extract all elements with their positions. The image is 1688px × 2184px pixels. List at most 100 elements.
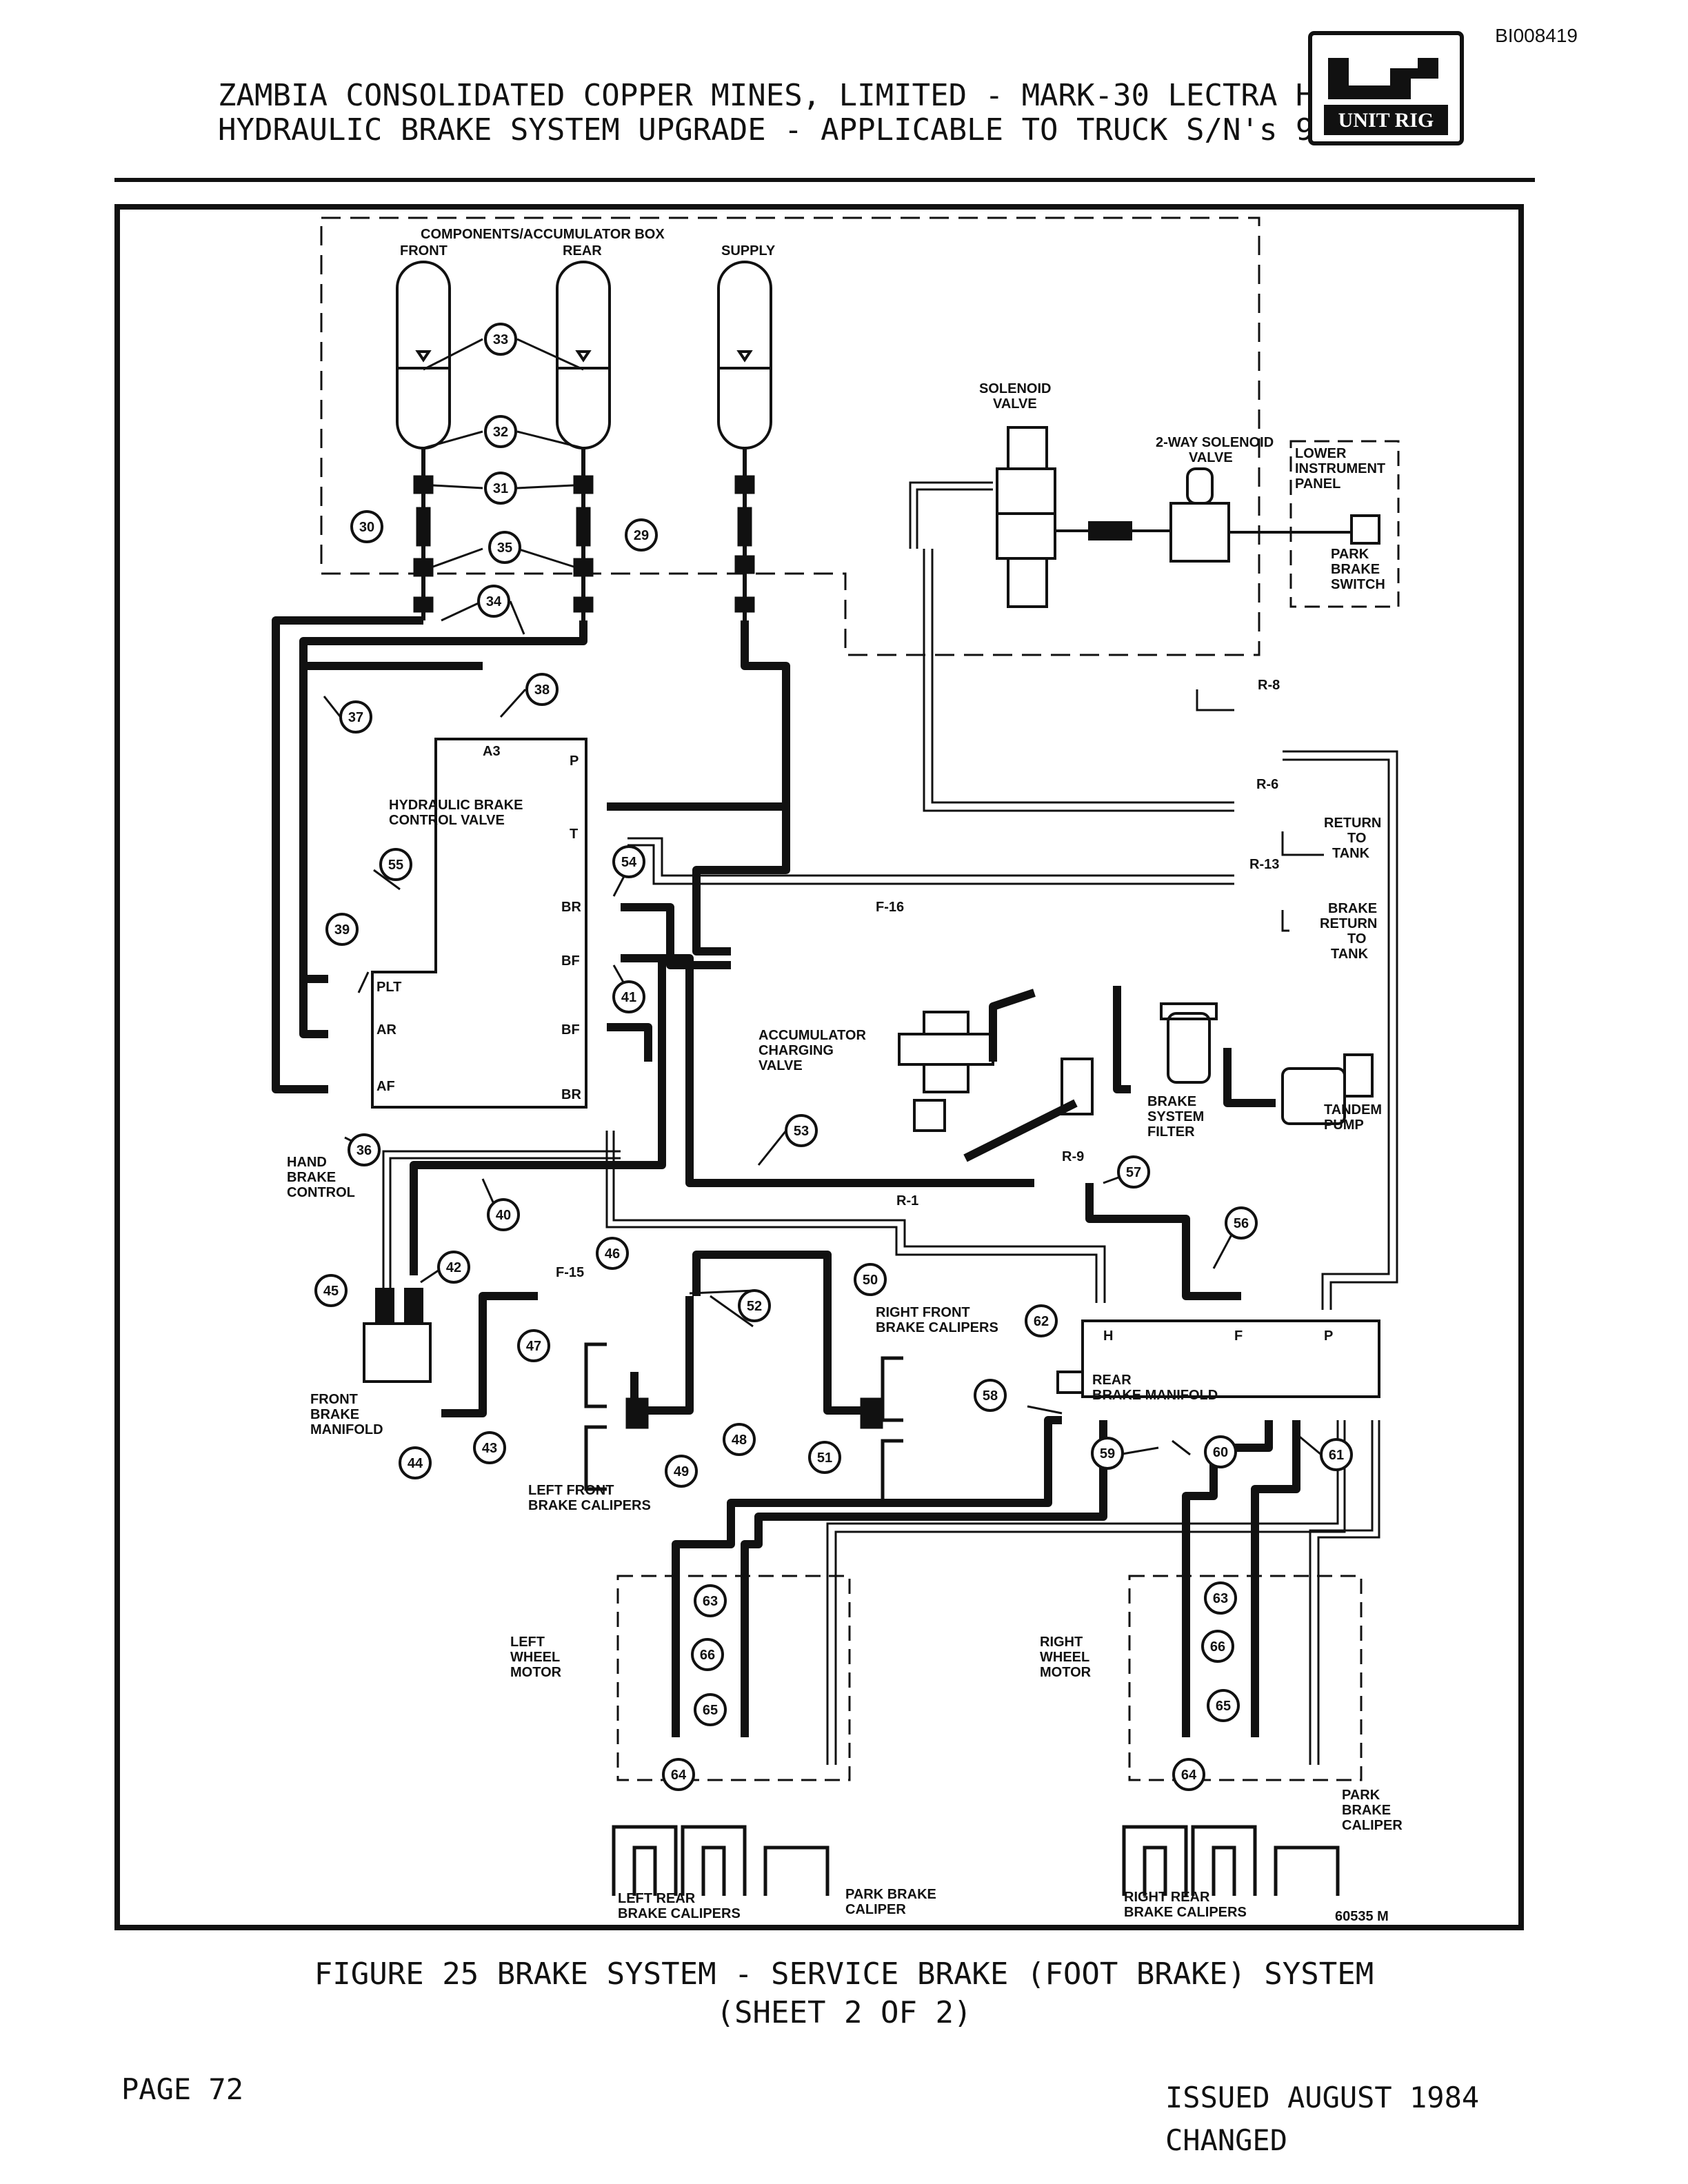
callout-60: 60: [1204, 1435, 1237, 1468]
callout-39-text: 39: [334, 922, 350, 938]
callout-64-left: 64: [662, 1758, 695, 1791]
callout-47: 47: [517, 1329, 550, 1362]
callout-30-text: 30: [359, 520, 374, 535]
callout-49-text: 49: [674, 1464, 689, 1479]
callout-53: 53: [785, 1114, 818, 1147]
label-port-ar: AR: [376, 1022, 396, 1038]
callout-63-right: 63: [1204, 1581, 1237, 1615]
label-pbc-l-1: PARK BRAKE: [845, 1887, 936, 1902]
label-acv-1: ACCUMULATOR: [758, 1028, 866, 1043]
callout-52-text: 52: [747, 1299, 762, 1314]
label-hand-3: CONTROL: [287, 1185, 355, 1200]
callout-34: 34: [477, 585, 510, 618]
label-lf-cal-1: LEFT FRONT: [528, 1483, 614, 1498]
page-number: PAGE 72: [121, 2072, 244, 2106]
label-lower-panel-2: INSTRUMENT: [1295, 461, 1385, 476]
callout-54: 54: [612, 845, 645, 878]
callout-37-text: 37: [348, 710, 363, 725]
accumulator-fittings: [413, 448, 755, 620]
label-park-switch-2: BRAKE: [1331, 562, 1380, 577]
label-port-plt: PLT: [376, 980, 401, 995]
callout-34-text: 34: [486, 594, 502, 609]
callout-65-left: 65: [694, 1693, 727, 1726]
header-rule: [114, 178, 1535, 182]
callout-57-text: 57: [1126, 1165, 1141, 1180]
caption-line-2: (SHEET 2 OF 2): [716, 1995, 972, 2030]
label-port-br: BR: [561, 900, 581, 915]
callout-64-right-text: 64: [1181, 1768, 1197, 1783]
label-brake-return-1: BRAKE: [1328, 901, 1377, 916]
label-rear: REAR: [563, 243, 602, 259]
label-two-way-1: 2-WAY SOLENOID: [1156, 435, 1274, 450]
callout-52: 52: [738, 1289, 771, 1322]
label-port-af: AF: [376, 1079, 395, 1094]
front-brake-manifold: [363, 1288, 432, 1383]
label-port-a3: A3: [483, 744, 501, 759]
label-port-h: H: [1103, 1328, 1113, 1344]
callout-65-left-text: 65: [703, 1703, 718, 1718]
label-lf-cal-2: BRAKE CALIPERS: [528, 1498, 651, 1513]
diagram-frame: [114, 204, 1524, 1930]
callout-63-left: 63: [694, 1584, 727, 1617]
label-brake-return-3: TO: [1347, 931, 1366, 947]
heavy-hoses: [272, 616, 1300, 1737]
callout-46: 46: [596, 1237, 629, 1270]
callout-43-text: 43: [482, 1441, 497, 1456]
callout-29: 29: [625, 518, 658, 552]
label-rwm-3: MOTOR: [1040, 1665, 1092, 1680]
label-rr-cal-1: RIGHT REAR: [1124, 1890, 1210, 1905]
callout-44: 44: [399, 1446, 432, 1479]
accumulator-supply: [717, 261, 772, 449]
logo-text: UNIT RIG: [1338, 109, 1434, 132]
accumulator-box: [320, 216, 1260, 656]
label-lower-panel-3: PANEL: [1295, 476, 1340, 492]
callout-42-text: 42: [446, 1260, 461, 1275]
callout-41: 41: [612, 980, 645, 1013]
rear-brake-manifold: [1056, 1320, 1380, 1398]
callout-57: 57: [1117, 1155, 1150, 1189]
hydraulic-brake-control-valve: [371, 738, 587, 1109]
callout-66-right-text: 66: [1210, 1639, 1225, 1655]
label-lower-panel-1: LOWER: [1295, 446, 1347, 461]
callout-55-text: 55: [388, 858, 403, 873]
label-hand-1: HAND: [287, 1155, 327, 1170]
callout-40-text: 40: [496, 1208, 511, 1223]
two-way-solenoid-valve: [1055, 467, 1380, 563]
callout-55: 55: [379, 848, 412, 881]
figure-caption: FIGURE 25 BRAKE SYSTEM - SERVICE BRAKE (…: [0, 1955, 1688, 2032]
label-return-1: RETURN: [1324, 816, 1381, 831]
label-acv-2: CHARGING: [758, 1043, 834, 1058]
brake-system-filter: [1160, 1002, 1218, 1084]
label-brake-return-2: RETURN: [1320, 916, 1377, 931]
label-return-3: TANK: [1332, 846, 1370, 861]
callouts: 33 32 31 30 29 35 34 38 37 55 54 39 41 3…: [314, 323, 1353, 1791]
label-rr-cal-2: BRAKE CALIPERS: [1124, 1905, 1247, 1920]
label-lr-cal-2: BRAKE CALIPERS: [618, 1906, 741, 1921]
label-components-box: COMPONENTS/ACCUMULATOR BOX: [421, 227, 665, 242]
caption-line-1: FIGURE 25 BRAKE SYSTEM - SERVICE BRAKE (…: [314, 1957, 1374, 1992]
callout-59-text: 59: [1100, 1446, 1115, 1462]
label-r13: R-13: [1249, 857, 1279, 872]
left-wheel-motor-box: [616, 1575, 851, 1781]
label-port-br2: BR: [561, 1087, 581, 1102]
callout-65-right: 65: [1207, 1689, 1240, 1722]
callout-47-text: 47: [526, 1339, 541, 1354]
header-line-2: HYDRAULIC BRAKE SYSTEM UPGRADE - APPLICA…: [218, 112, 1405, 148]
label-park-switch-1: PARK: [1331, 547, 1369, 562]
label-rf-cal-1: RIGHT FRONT: [876, 1305, 970, 1320]
header-line-1: ZAMBIA CONSOLIDATED COPPER MINES, LIMITE…: [218, 78, 1369, 113]
label-return-2: TO: [1347, 831, 1366, 846]
callout-65-right-text: 65: [1216, 1699, 1231, 1714]
callout-51-text: 51: [817, 1450, 832, 1466]
label-port-bf2: BF: [561, 1022, 580, 1038]
label-front-man-1: FRONT: [310, 1392, 358, 1407]
callout-53-text: 53: [794, 1124, 809, 1139]
label-port-bf: BF: [561, 953, 580, 969]
callout-41-text: 41: [621, 990, 636, 1005]
callout-63-left-text: 63: [703, 1594, 718, 1609]
callout-48-text: 48: [732, 1433, 747, 1448]
callout-62-text: 62: [1034, 1314, 1049, 1329]
callout-32-text: 32: [493, 425, 508, 440]
callout-62: 62: [1025, 1304, 1058, 1337]
accumulator-front: [396, 261, 451, 449]
